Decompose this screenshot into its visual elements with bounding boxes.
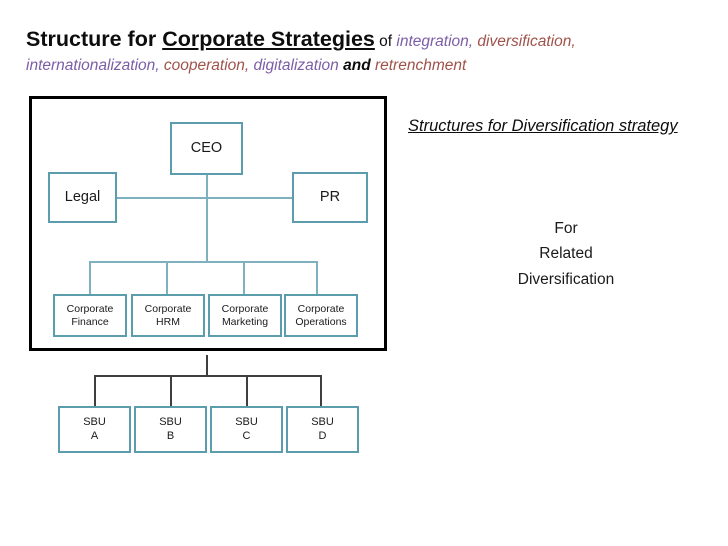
right-panel-caption-line-1: For (554, 220, 578, 237)
page-title: Structure for Corporate Strategies of in… (26, 26, 704, 76)
node-corporate-finance[interactable]: Corporate Finance (53, 294, 127, 337)
connector-sbu-drop-2 (170, 375, 172, 406)
connector-sbu-trunk (206, 355, 208, 376)
title-term-cooperation: cooperation, (159, 56, 250, 74)
connector-corporate-drop-3 (243, 261, 245, 294)
node-sbu-a[interactable]: SBU A (58, 406, 131, 453)
node-sbu-a-line1: SBU (83, 416, 106, 429)
node-sbu-d-line1: SBU (311, 416, 334, 429)
title-conjunction-and: and (338, 56, 375, 74)
node-corporate-operations[interactable]: Corporate Operations (284, 294, 358, 337)
node-sbu-c-line2: C (242, 429, 251, 442)
connector-sbu-drop-3 (246, 375, 248, 406)
connector-sbu-drop-1 (94, 375, 96, 406)
node-corporate-finance-line2: Finance (71, 315, 109, 328)
node-legal-label: Legal (64, 188, 101, 205)
node-pr[interactable]: PR (292, 172, 368, 223)
corporate-level-frame (29, 96, 387, 351)
node-corporate-hrm-line2: HRM (156, 315, 180, 328)
title-term-internationalization: internationalization, (26, 56, 160, 74)
connector-sbu-bus (94, 375, 321, 377)
node-corporate-marketing-line1: Corporate (221, 302, 269, 315)
title-term-retrenchment: retrenchment (374, 56, 467, 74)
node-ceo[interactable]: CEO (170, 122, 243, 175)
title-term-integration: integration, (396, 33, 474, 50)
node-corporate-marketing[interactable]: Corporate Marketing (208, 294, 282, 337)
node-sbu-d[interactable]: SBU D (286, 406, 359, 453)
node-corporate-hrm-line1: Corporate (144, 302, 192, 315)
node-sbu-a-line2: A (90, 429, 99, 442)
node-corporate-operations-line2: Operations (295, 315, 347, 328)
connector-legal-to-pr (117, 197, 292, 199)
connector-corporate-bus (89, 261, 317, 263)
title-connector-of: of (374, 33, 397, 50)
node-corporate-hrm[interactable]: Corporate HRM (131, 294, 205, 337)
right-panel-caption-line-2: Related (539, 245, 593, 263)
node-pr-label: PR (319, 188, 341, 205)
connector-corporate-drop-4 (316, 261, 318, 294)
node-sbu-b-line1: SBU (159, 416, 182, 429)
node-sbu-b[interactable]: SBU B (134, 406, 207, 453)
right-panel-heading: Structures for Diversification strategy (408, 117, 678, 135)
node-corporate-marketing-line2: Marketing (221, 315, 269, 328)
title-bold-underlined: Corporate Strategies (162, 27, 375, 51)
connector-corporate-drop-2 (166, 261, 168, 294)
node-ceo-label: CEO (190, 139, 223, 156)
title-line-2: internationalization, cooperation, digit… (26, 56, 704, 76)
node-sbu-b-line2: B (166, 429, 175, 442)
right-panel-caption: For Related Diversification (436, 216, 696, 292)
node-corporate-operations-line1: Corporate (297, 302, 345, 315)
title-term-digitalization: digitalization (249, 56, 339, 74)
node-sbu-c[interactable]: SBU C (210, 406, 283, 453)
connector-corporate-drop-1 (89, 261, 91, 294)
connector-ceo-trunk (206, 175, 208, 262)
node-sbu-c-line1: SBU (235, 416, 258, 429)
node-corporate-finance-line1: Corporate (66, 302, 114, 315)
node-sbu-d-line2: D (318, 429, 327, 442)
node-legal[interactable]: Legal (48, 172, 117, 223)
connector-sbu-drop-4 (320, 375, 322, 406)
right-panel-caption-line-3: Diversification (517, 270, 615, 288)
title-bold-prefix: Structure for (26, 27, 163, 51)
title-term-diversification: diversification, (473, 33, 576, 50)
title-line-1: Structure for Corporate Strategies of in… (26, 26, 704, 54)
